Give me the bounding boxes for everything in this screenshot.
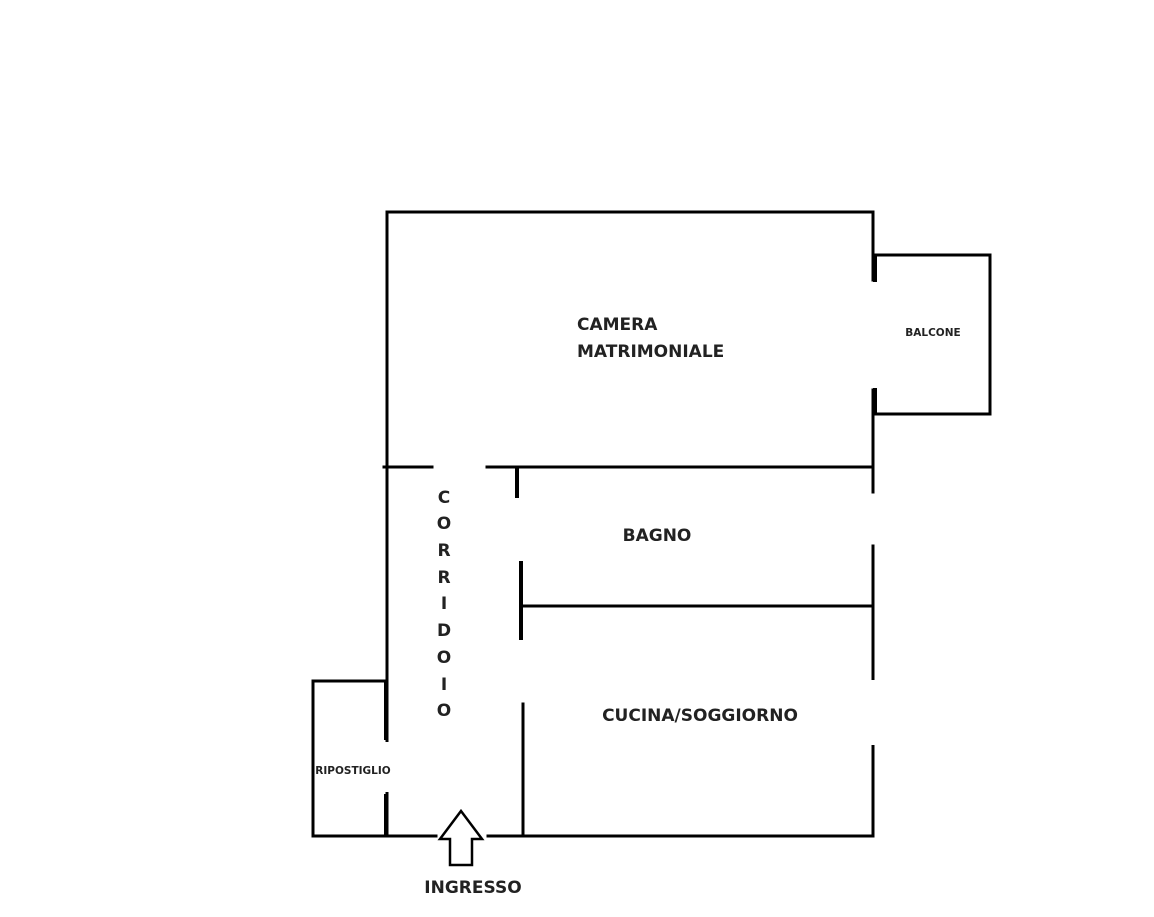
entrance-label: INGRESSO	[424, 878, 521, 898]
room-label-corridoio: C O R R I D O I O	[437, 488, 451, 721]
room-label-balcone: BALCONE	[905, 327, 960, 339]
room-label-ripostiglio: RIPOSTIGLIO	[315, 765, 390, 777]
room-label-camera-line1: CAMERA	[577, 315, 658, 335]
entrance-arrow-icon	[437, 808, 485, 867]
room-label-cucina: CUCINA/SOGGIORNO	[602, 706, 798, 726]
corridoio-letter: R	[437, 541, 450, 561]
corridoio-letter: O	[437, 514, 451, 534]
corridoio-letter: C	[438, 488, 450, 508]
balcony-walls	[871, 253, 992, 416]
room-label-bagno: BAGNO	[623, 526, 692, 546]
walls	[311, 210, 992, 838]
corridoio-letter: R	[437, 568, 450, 588]
ripostiglio-walls	[311, 679, 389, 838]
corridoio-letter: I	[441, 594, 447, 614]
corridoio-letter: O	[437, 701, 451, 721]
corridoio-letter: I	[441, 675, 447, 695]
corridoio-letter: O	[437, 648, 451, 668]
corridoio-letter: D	[437, 621, 451, 641]
room-label-camera-line2: MATRIMONIALE	[577, 342, 724, 362]
